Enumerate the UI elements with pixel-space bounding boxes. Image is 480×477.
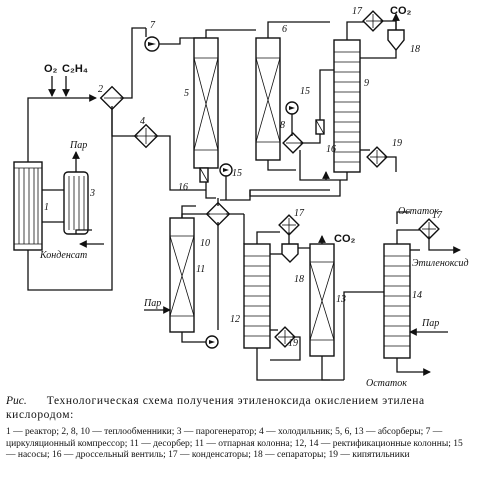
pump-15-mid	[219, 163, 233, 177]
num-18-top: 18	[410, 44, 420, 55]
reboiler-19-top	[366, 146, 388, 168]
condenser-17-top	[362, 10, 384, 32]
throttle-valve-16-upper	[315, 119, 325, 135]
pipe-4-to-5	[154, 135, 206, 191]
pipe-5-to-10	[205, 182, 216, 199]
pipe-13-to-14	[343, 291, 384, 380]
pump-15-upper	[285, 101, 299, 115]
num-17-mid: 17	[294, 208, 305, 219]
label-o2: O₂	[44, 63, 58, 75]
label-residue-bottom: Остаток	[366, 378, 407, 389]
reactor-1	[13, 161, 43, 251]
num-19-mid: 19	[288, 338, 298, 349]
label-condensate: Конденсат	[39, 250, 87, 261]
heat-exchanger-10	[205, 201, 231, 227]
reflux-9	[360, 50, 397, 59]
column-14	[383, 243, 411, 359]
condenser-17-mid	[278, 214, 300, 236]
absorber-13	[309, 243, 335, 357]
condenser-17-right	[418, 218, 440, 240]
num-2: 2	[98, 84, 103, 95]
condensate-pipe	[75, 229, 92, 234]
num-19-top: 19	[392, 138, 402, 149]
column-12	[243, 243, 271, 349]
num-17-top: 17	[352, 6, 363, 17]
num-14: 14	[412, 290, 422, 301]
figure-caption: Рис.Технологическая схема получения этил…	[6, 394, 474, 462]
pipe-19-out	[384, 156, 397, 172]
num-12: 12	[230, 314, 240, 325]
desorber-11	[169, 217, 195, 333]
label-co2-mid: CO₂	[334, 233, 356, 245]
absorber-5	[193, 29, 256, 169]
num-15-upper: 15	[300, 86, 310, 97]
pipe-5-to-6	[205, 29, 256, 38]
reboiler-19-mid	[274, 326, 296, 348]
caption-title-line: Рис.Технологическая схема получения этил…	[6, 394, 474, 422]
pipe-14-top	[396, 229, 420, 244]
num-3: 3	[89, 188, 95, 199]
num-18-mid: 18	[294, 274, 304, 285]
num-1: 1	[44, 202, 49, 213]
throttle-valve-16-mid	[199, 167, 209, 183]
label-product: Этиленоксид	[412, 258, 469, 269]
num-7: 7	[150, 20, 156, 31]
pipe-6-to-9	[267, 21, 330, 38]
heat-exchanger-2	[99, 85, 125, 111]
num-16-upper: 16	[326, 144, 336, 155]
cooler-4	[133, 123, 159, 149]
pipe-to-absorber6-return	[220, 189, 330, 201]
separator-18-top	[387, 29, 405, 52]
label-c2h4: C₂H₄	[62, 63, 88, 75]
pipe-7-to-5	[159, 37, 206, 45]
reactor-inlet-line	[27, 104, 113, 291]
num-15-mid: 15	[232, 168, 242, 179]
pipe-11-top	[181, 205, 196, 218]
pipe-12-bottom	[256, 348, 330, 381]
product-arrow	[428, 236, 461, 254]
pipe-12-top	[256, 231, 280, 244]
pipe-6-bottom	[267, 160, 296, 171]
num-17-right: 17	[432, 210, 443, 221]
pump-15-lower	[205, 335, 219, 349]
num-4: 4	[140, 116, 145, 127]
residue-out	[396, 358, 431, 376]
recycle-line	[249, 180, 341, 197]
compressor-7	[144, 36, 160, 52]
pipe-13-bottom	[321, 356, 344, 381]
residue-top-line	[396, 211, 410, 224]
num-8: 8	[280, 120, 285, 131]
num-9: 9	[364, 78, 369, 89]
num-13: 13	[336, 294, 346, 305]
pipe-9-bottom-to-8	[299, 150, 348, 181]
absorber-6	[255, 37, 281, 161]
pipe-11-bottom	[181, 332, 206, 343]
num-5: 5	[184, 88, 189, 99]
label-residue-top: Остаток	[398, 206, 439, 217]
pipe-19-return	[270, 336, 301, 361]
steam-generator-3	[63, 171, 89, 235]
column-9	[333, 39, 361, 173]
caption-title: Технологическая схема получения этиленок…	[6, 395, 425, 421]
line-2-to-4	[111, 106, 132, 137]
reactor-outlet-line	[27, 94, 97, 162]
line-2-to-7	[120, 27, 146, 99]
caption-legend: 1 — реактор; 2, 8, 10 — теплообменники; …	[6, 427, 463, 460]
separator-18-mid	[281, 243, 299, 263]
num-11: 11	[196, 264, 205, 275]
num-16-mid: 16	[178, 182, 188, 193]
process-flow-diagram: O₂ C₂H₄ CO₂ CO₂ Пар Пар Пар Конденсат Ос…	[13, 5, 469, 389]
label-steam-1: Пар	[69, 140, 87, 151]
pipe-9-top	[346, 21, 364, 40]
caption-prefix: Рис.	[6, 395, 27, 407]
label-steam-3: Пар	[421, 318, 439, 329]
line-16-to-9	[319, 69, 334, 120]
heat-exchanger-8	[282, 132, 304, 154]
num-6: 6	[282, 24, 287, 35]
label-steam-2: Пар	[143, 298, 161, 309]
label-co2-top: CO₂	[390, 5, 412, 17]
num-10: 10	[200, 238, 210, 249]
